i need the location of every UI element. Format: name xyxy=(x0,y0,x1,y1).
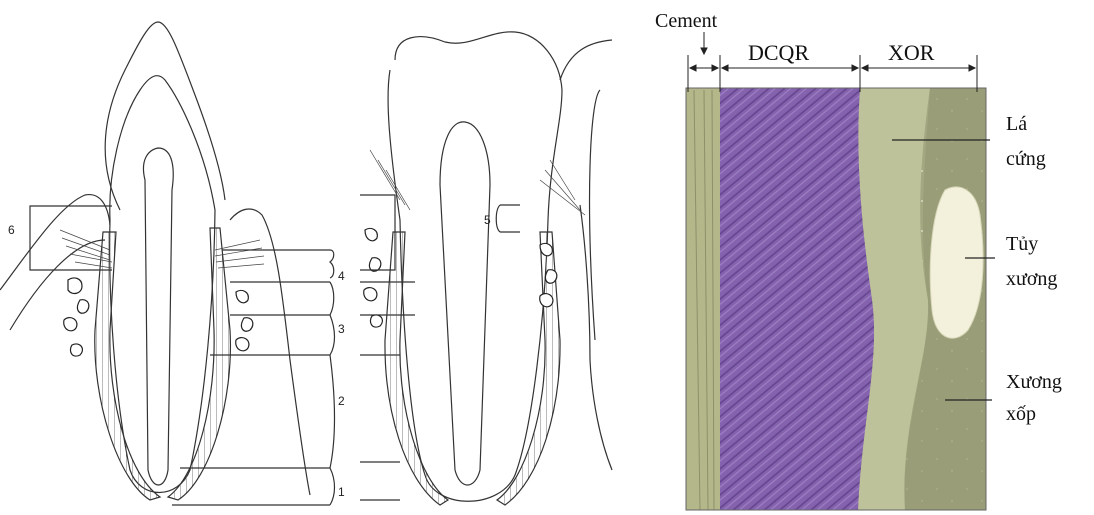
annotation-spongy-line2: xốp xyxy=(1006,403,1036,425)
molar-tooth xyxy=(360,32,585,505)
label-pdl: DCQR xyxy=(748,40,809,65)
tooth-section-diagram xyxy=(0,22,612,505)
zone-label-5: 5 xyxy=(484,213,491,227)
bracket-5 xyxy=(496,205,520,232)
zone-label-1: 1 xyxy=(338,485,345,499)
incisor-tooth xyxy=(0,22,310,500)
label-cement: Cement xyxy=(655,10,718,32)
annotation-spongy-line1: Xương xyxy=(1006,371,1062,393)
bone-marrow xyxy=(930,187,983,338)
zone-label-6: 6 xyxy=(8,223,15,237)
annotation-lamina-dura-line1: Lá xyxy=(1006,113,1027,135)
histology-panel: Cement DCQR XOR Lá cứng Tủy xương Xương … xyxy=(655,10,1062,510)
gingival-fibers-left xyxy=(60,230,264,268)
annotation-lamina-dura-line2: cứng xyxy=(1006,148,1046,170)
bracket-stack xyxy=(172,250,415,505)
bracket-6 xyxy=(30,206,112,270)
label-bone: XOR xyxy=(888,40,935,65)
gingival-fibers-middle xyxy=(370,150,585,215)
zone-label-3: 3 xyxy=(338,322,345,336)
zone-label-4: 4 xyxy=(338,269,345,283)
zone-label-2: 2 xyxy=(338,394,345,408)
annotation-marrow-line1: Tủy xyxy=(1006,233,1038,255)
annotation-marrow-line2: xương xyxy=(1006,268,1057,290)
cementum-strip xyxy=(686,88,720,510)
